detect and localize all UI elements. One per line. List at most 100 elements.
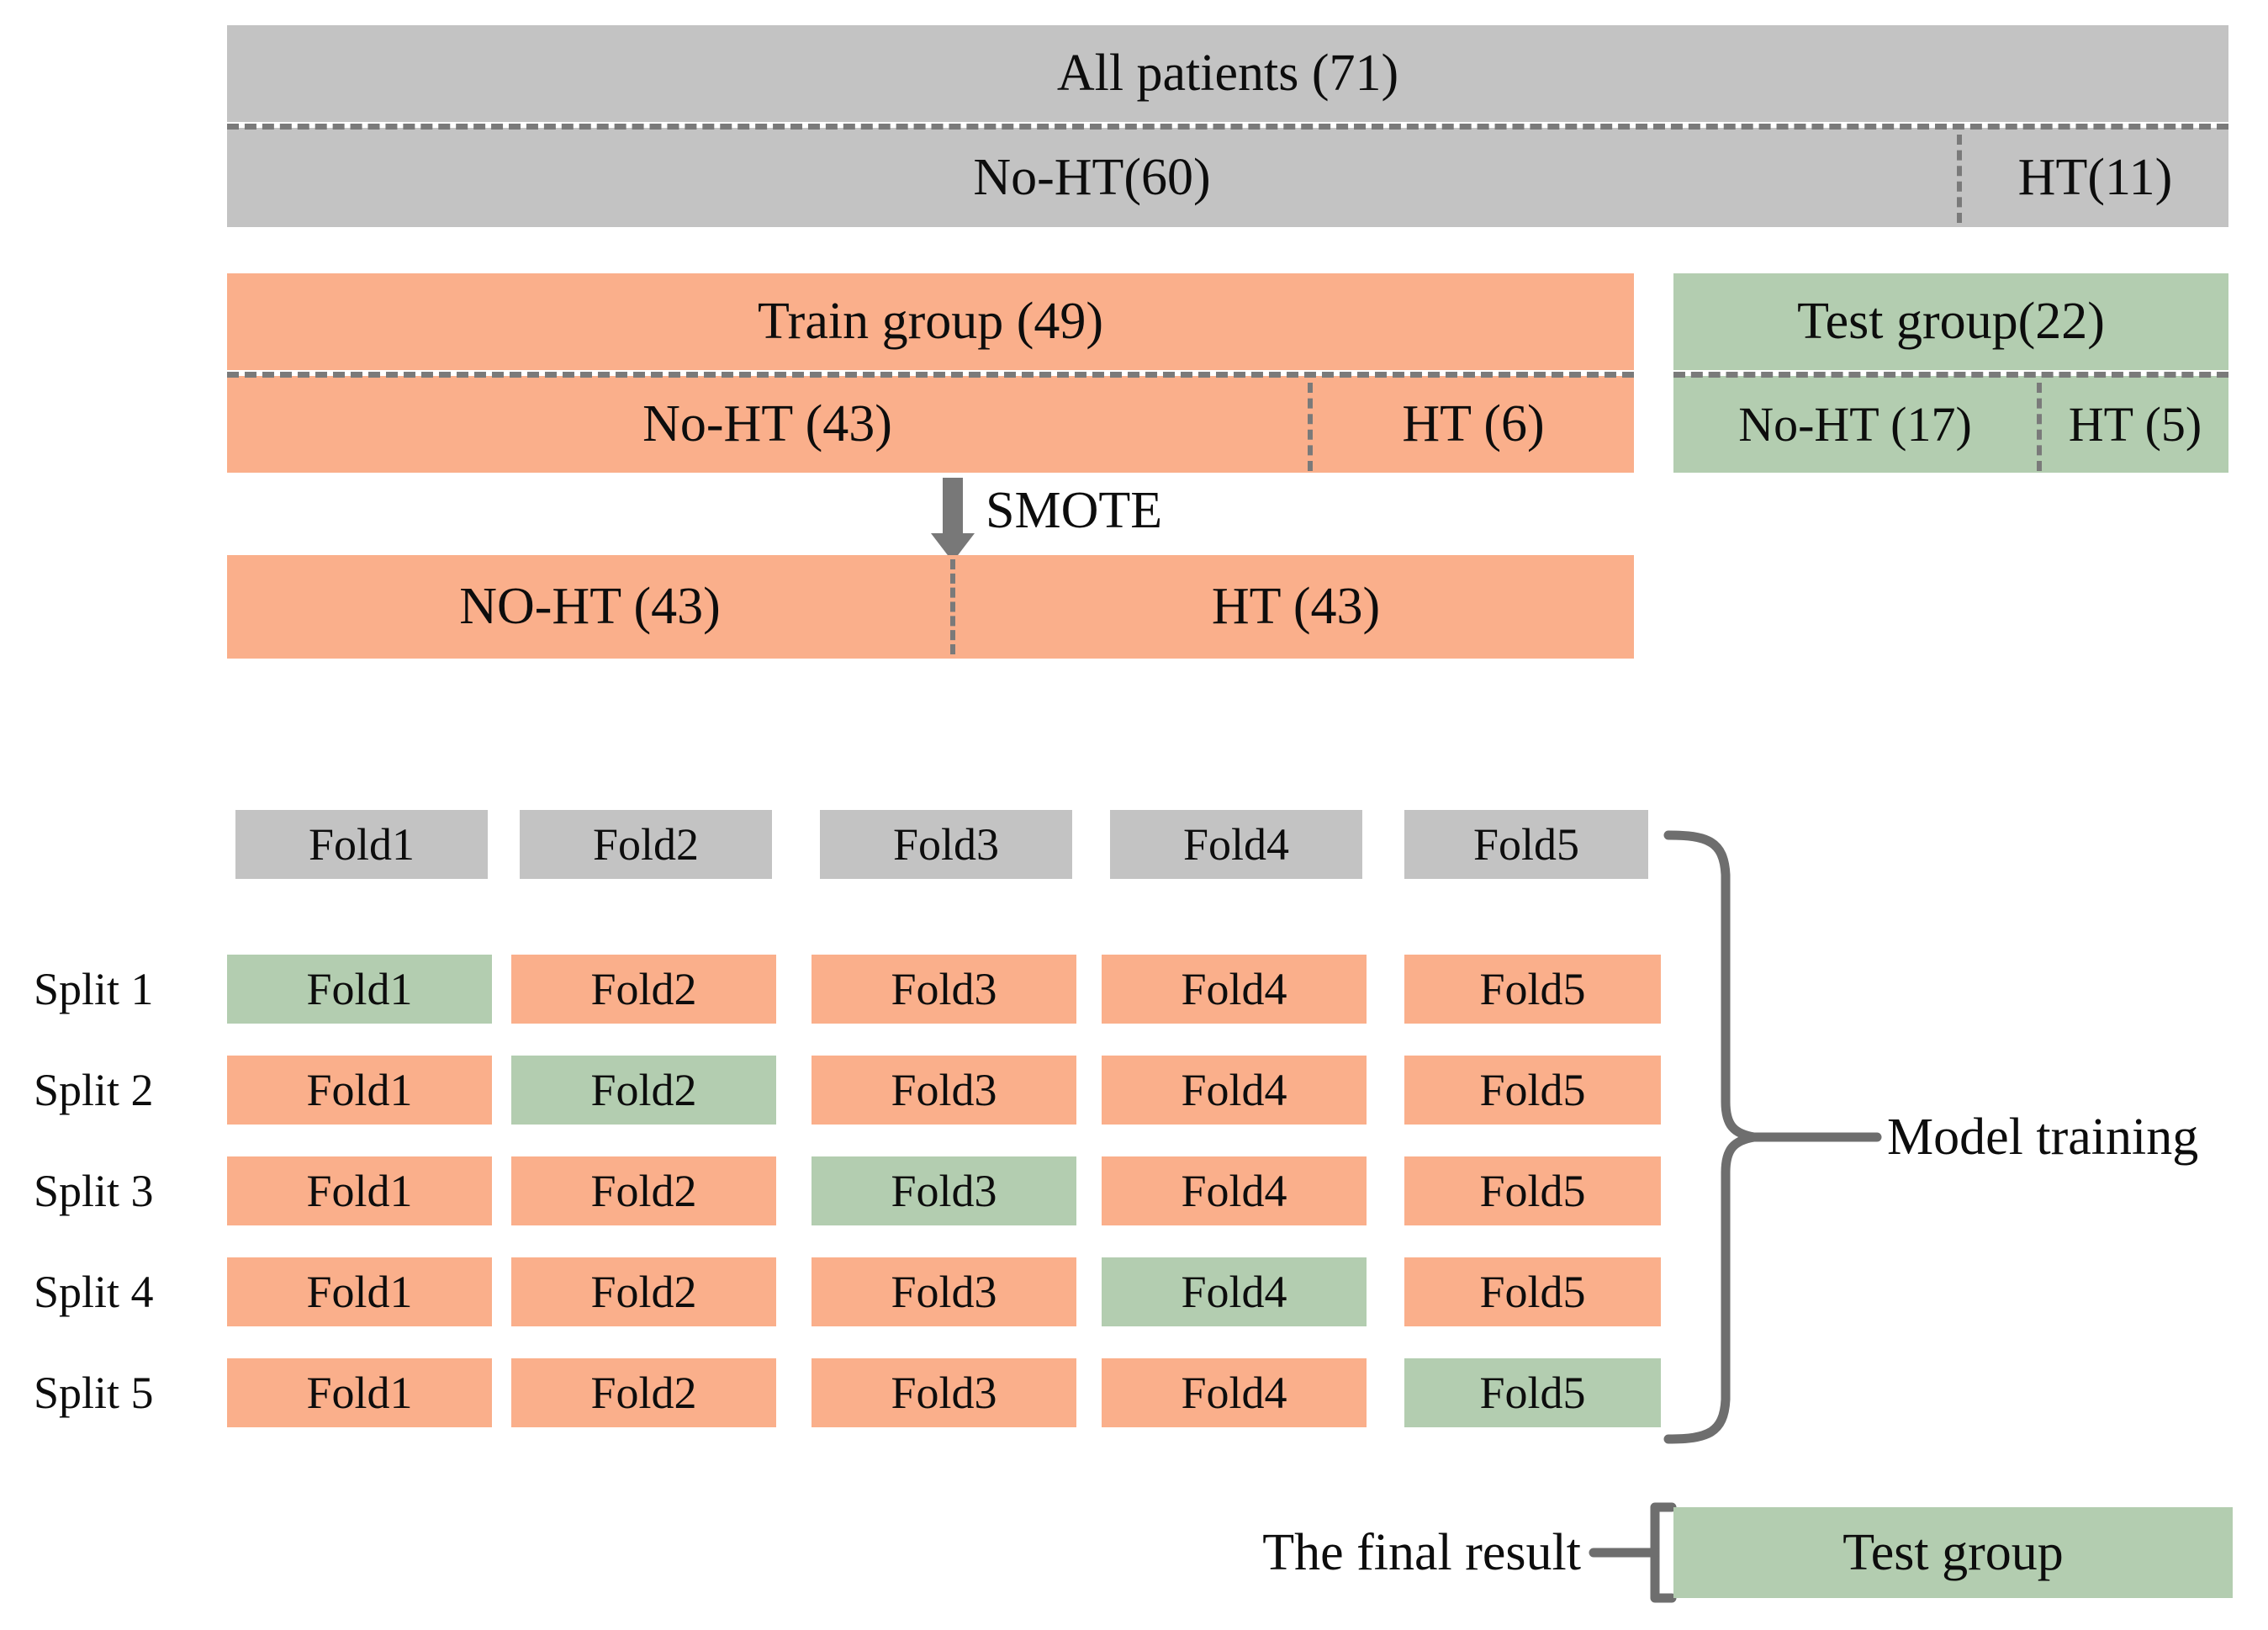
cohort-no-ht-label: No-HT(60) <box>973 148 1211 206</box>
split-cell-label: Fold1 <box>306 1368 413 1418</box>
split-cell-label: Fold2 <box>590 1267 697 1317</box>
smote-vertical-divider <box>950 559 955 654</box>
split-cell-label: Fold3 <box>891 1166 997 1216</box>
split-row-label-text: Split 4 <box>34 1267 154 1317</box>
smote-no-ht-label: NO-HT (43) <box>459 578 721 635</box>
final-test-group-box: Test group <box>1673 1507 2233 1598</box>
split-cell-label: Fold5 <box>1479 1368 1586 1418</box>
split-cell-label: Fold2 <box>590 1065 697 1115</box>
fold-header-cell-2: Fold2 <box>520 810 772 879</box>
split-cell-5-2: Fold2 <box>511 1358 776 1427</box>
final-test-group-label: Test group <box>1842 1523 2064 1581</box>
train-horizontal-divider <box>227 372 1634 378</box>
split-cell-5-3: Fold3 <box>812 1358 1076 1427</box>
cohort-horizontal-divider <box>227 124 2228 130</box>
model-training-brace <box>1663 830 1759 1444</box>
split-cell-label: Fold4 <box>1181 1065 1287 1115</box>
model-training-label: Model training <box>1887 1109 2199 1166</box>
split-cell-label: Fold3 <box>891 1368 997 1418</box>
split-cell-5-4: Fold4 <box>1102 1358 1367 1427</box>
split-row-label-text: Split 3 <box>34 1166 154 1216</box>
train-group-header-box: Train group (49) <box>227 273 1634 370</box>
split-cell-label: Fold4 <box>1181 964 1287 1014</box>
split-cell-label: Fold3 <box>891 1267 997 1317</box>
split-cell-2-2: Fold2 <box>511 1056 776 1125</box>
test-group-header-label: Test group(22) <box>1797 293 2105 350</box>
train-no-ht-label: No-HT (43) <box>642 395 892 452</box>
split-cell-label: Fold5 <box>1479 1267 1586 1317</box>
all-patients-label: All patients (71) <box>1056 45 1399 102</box>
fold-header-cell-label: Fold1 <box>308 819 415 870</box>
cohort-ht-label: HT(11) <box>2017 148 2173 206</box>
split-cell-label: Fold4 <box>1181 1267 1287 1317</box>
split-cell-4-4: Fold4 <box>1102 1257 1367 1326</box>
split-cell-1-4: Fold4 <box>1102 955 1367 1024</box>
fold-header-cell-label: Fold4 <box>1182 819 1290 870</box>
split-cell-1-3: Fold3 <box>812 955 1076 1024</box>
fold-header-cell-label: Fold2 <box>592 819 700 870</box>
split-cell-3-5: Fold5 <box>1404 1156 1661 1225</box>
test-horizontal-divider <box>1673 372 2228 378</box>
split-cell-3-4: Fold4 <box>1102 1156 1367 1225</box>
split-row-label-5: Split 5 <box>34 1358 202 1427</box>
final-result-bracket <box>1650 1502 1677 1603</box>
fold-header-cell-5: Fold5 <box>1404 810 1648 879</box>
smote-ht-label: HT (43) <box>1211 578 1381 635</box>
smote-arrow-shaft <box>943 478 963 538</box>
fold-header-cell-1: Fold1 <box>235 810 488 879</box>
train-group-split-row <box>227 376 1634 473</box>
split-row-label-1: Split 1 <box>34 955 202 1024</box>
split-cell-2-5: Fold5 <box>1404 1056 1661 1125</box>
fold-header-cell-label: Fold5 <box>1472 819 1580 870</box>
train-group-header-label: Train group (49) <box>757 293 1104 350</box>
split-cell-label: Fold1 <box>306 1267 413 1317</box>
split-cell-3-2: Fold2 <box>511 1156 776 1225</box>
split-cell-1-5: Fold5 <box>1404 955 1661 1024</box>
split-cell-2-4: Fold4 <box>1102 1056 1367 1125</box>
split-cell-1-2: Fold2 <box>511 955 776 1024</box>
fold-header-cell-4: Fold4 <box>1110 810 1362 879</box>
cohort-split-row <box>227 128 2228 227</box>
split-cell-label: Fold5 <box>1479 964 1586 1014</box>
final-result-label: The final result <box>1262 1523 1581 1581</box>
split-cell-5-1: Fold1 <box>227 1358 492 1427</box>
split-cell-4-5: Fold5 <box>1404 1257 1661 1326</box>
split-cell-label: Fold5 <box>1479 1166 1586 1216</box>
cohort-vertical-divider <box>1957 135 1962 223</box>
fold-header-cell-label: Fold3 <box>892 819 1000 870</box>
fold-header-cell-3: Fold3 <box>820 810 1072 879</box>
split-row-label-text: Split 1 <box>34 964 154 1014</box>
split-cell-label: Fold2 <box>590 964 697 1014</box>
split-cell-4-3: Fold3 <box>812 1257 1076 1326</box>
split-row-label-text: Split 2 <box>34 1065 154 1115</box>
train-ht-label: HT (6) <box>1402 395 1545 452</box>
split-row-label-text: Split 5 <box>34 1368 154 1418</box>
split-cell-label: Fold3 <box>891 964 997 1014</box>
split-cell-label: Fold4 <box>1181 1368 1287 1418</box>
split-cell-5-5: Fold5 <box>1404 1358 1661 1427</box>
test-group-split-row <box>1673 376 2228 473</box>
split-cell-2-1: Fold1 <box>227 1056 492 1125</box>
split-row-label-3: Split 3 <box>34 1156 202 1225</box>
split-row-label-4: Split 4 <box>34 1257 202 1326</box>
split-cell-3-1: Fold1 <box>227 1156 492 1225</box>
split-cell-label: Fold2 <box>590 1368 697 1418</box>
split-cell-label: Fold1 <box>306 964 413 1014</box>
split-cell-3-3: Fold3 <box>812 1156 1076 1225</box>
split-cell-4-2: Fold2 <box>511 1257 776 1326</box>
split-cell-1-1: Fold1 <box>227 955 492 1024</box>
split-cell-label: Fold3 <box>891 1065 997 1115</box>
split-cell-label: Fold2 <box>590 1166 697 1216</box>
all-patients-box: All patients (71) <box>227 25 2228 122</box>
split-cell-4-1: Fold1 <box>227 1257 492 1326</box>
test-group-header-box: Test group(22) <box>1673 273 2228 370</box>
split-cell-2-3: Fold3 <box>812 1056 1076 1125</box>
train-vertical-divider <box>1308 383 1313 471</box>
split-cell-label: Fold1 <box>306 1166 413 1216</box>
split-row-label-2: Split 2 <box>34 1056 202 1125</box>
test-no-ht-label: No-HT (17) <box>1738 397 1972 452</box>
test-ht-label: HT (5) <box>2068 397 2202 452</box>
split-cell-label: Fold5 <box>1479 1065 1586 1115</box>
split-cell-label: Fold1 <box>306 1065 413 1115</box>
